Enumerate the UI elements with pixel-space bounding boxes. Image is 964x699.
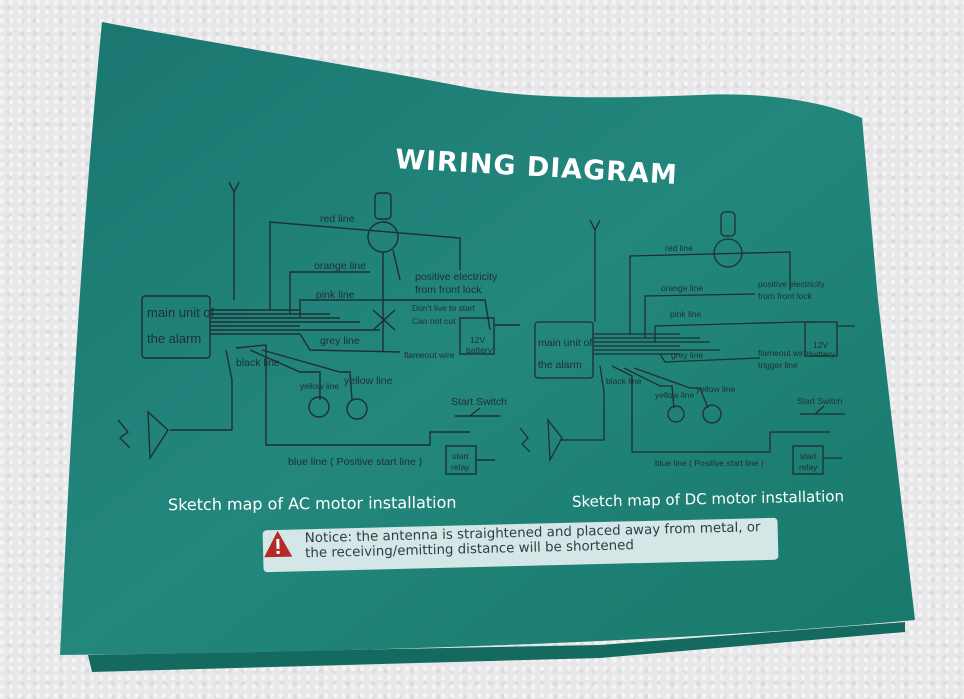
dc-label-orange: orange line <box>661 283 703 293</box>
ac-label-flameout: flameout wire <box>404 350 455 360</box>
ac-label-grey: grey line <box>320 335 360 347</box>
dc-label-start-switch: Start Switch <box>797 396 843 406</box>
ac-label-start-switch: Start Switch <box>451 396 507 408</box>
ac-label-yellow2: yellow line <box>344 375 393 387</box>
ac-label-positive-2: from front lock <box>415 284 482 296</box>
ac-label-battery-2: battery <box>466 345 493 355</box>
ac-label-relay-1: start <box>452 451 469 461</box>
ac-label-relay-2: relay <box>451 462 470 472</box>
dc-label-flameout-1: flameout wire <box>758 348 809 358</box>
dc-label-positive-2: from front lock <box>758 291 813 301</box>
dc-label-red: red line <box>665 243 693 253</box>
ac-label-pink: pink line <box>316 289 355 301</box>
dc-main-unit-line2: the alarm <box>538 359 582 371</box>
ac-label-yellow1: yellow line <box>300 381 339 391</box>
dc-label-pink: pink line <box>670 309 701 319</box>
ac-label-blue: blue line ( Positive start line ) <box>288 456 422 468</box>
ac-main-unit-line2: the alarm <box>147 331 201 346</box>
ac-label-black: black line <box>236 357 280 369</box>
dc-label-yellow2: yellow line <box>696 384 735 394</box>
ac-label-battery-1: 12V <box>470 335 485 345</box>
ac-label-positive-1: positive electricity <box>415 271 498 283</box>
dc-label-battery-1: 12V <box>813 340 828 350</box>
ac-caption: Sketch map of AC motor installation <box>167 492 457 515</box>
dc-label-blue: blue line ( Positive start line ) <box>655 458 764 468</box>
notice-banner: Notice: the antenna is straightened and … <box>262 517 779 573</box>
ac-label-orange: orange line <box>314 260 366 272</box>
dc-label-yellow1: yellow line <box>655 390 694 400</box>
dc-main-unit-line1: main unit of <box>538 337 592 349</box>
ac-label-red: red line <box>320 213 355 225</box>
dc-label-positive-1: positive electricity <box>758 279 825 289</box>
dc-label-black: black line <box>606 376 642 386</box>
dc-label-relay-2: relay <box>799 462 818 472</box>
ac-main-unit-line1: main unit of <box>147 305 215 320</box>
warning-icon <box>264 530 293 558</box>
dc-label-flameout-2: trigger line <box>758 360 798 370</box>
ac-label-dont-live-1: Don't live to start <box>412 303 476 313</box>
sheet-face <box>60 22 915 655</box>
dc-label-relay-1: start <box>800 451 817 461</box>
underlying-page <box>88 622 905 672</box>
ac-label-dont-live-2: Can not cut <box>412 316 456 326</box>
dc-label-battery-2: battery <box>809 349 836 359</box>
dc-label-grey: grey line <box>671 350 703 360</box>
